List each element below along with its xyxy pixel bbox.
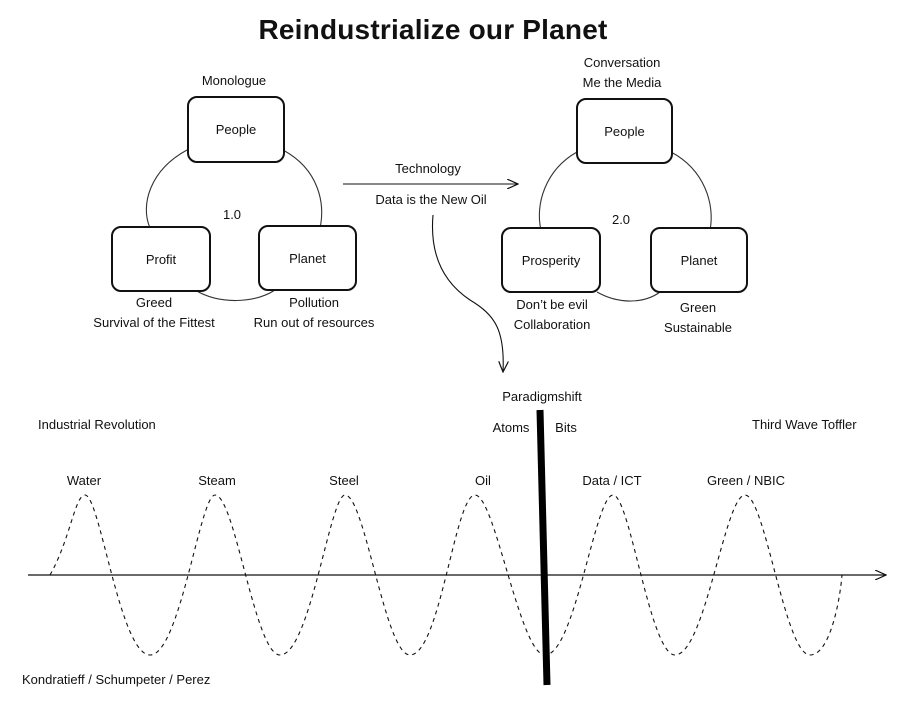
credit-label: Kondratieff / Schumpeter / Perez — [22, 672, 211, 687]
monologue-label: Monologue — [201, 73, 267, 88]
third-wave-label: Third Wave Toffler — [752, 417, 857, 432]
cycle-1-arc-right — [282, 149, 323, 229]
industrial-revolution-label: Industrial Revolution — [38, 417, 156, 432]
cycle-2-arc-left — [538, 151, 578, 231]
node-2-prosperity-label: Prosperity — [521, 252, 581, 268]
wave-label-steam: Steam — [198, 473, 236, 488]
node-2-planet: Planet — [650, 227, 748, 293]
kondratieff-waves — [49, 494, 843, 656]
wave-label-data-ict: Data / ICT — [582, 473, 642, 488]
planet-note-pollution: Pollution — [289, 295, 339, 310]
node-1-planet: Planet — [258, 225, 357, 291]
prosperity-note-dont-be-evil: Don’t be evil — [516, 297, 588, 312]
node-1-planet-label: Planet — [289, 250, 326, 266]
profit-note-survival: Survival of the Fittest — [93, 315, 215, 330]
node-1-people-label: People — [215, 122, 257, 137]
me-the-media-label: Me the Media — [582, 75, 662, 90]
paradigm-shift-bar — [536, 409, 551, 686]
profit-note-greed: Greed — [135, 295, 173, 310]
cycle-2-arc-right — [670, 151, 712, 231]
planet-2-note-green: Green — [679, 300, 717, 315]
bits-label: Bits — [555, 420, 577, 435]
cycle-2-arc-bottom — [596, 291, 661, 302]
atoms-label: Atoms — [492, 420, 530, 435]
node-1-people: People — [187, 96, 285, 163]
version-1-label: 1.0 — [222, 207, 242, 222]
node-1-profit-label: Profit — [145, 251, 177, 267]
node-2-planet-label: Planet — [680, 252, 718, 268]
page-title: Reindustrialize our Planet — [258, 14, 608, 45]
node-2-people: People — [576, 98, 673, 164]
node-2-prosperity: Prosperity — [501, 227, 601, 293]
cycle-1-connectors — [145, 149, 323, 302]
prosperity-note-collaboration: Collaboration — [513, 317, 591, 332]
planet-2-note-sustainable: Sustainable — [664, 320, 732, 335]
wave-label-water: Water — [66, 473, 102, 488]
node-1-profit: Profit — [111, 226, 211, 292]
node-2-people-label: People — [604, 123, 645, 139]
paradigm-arrow — [431, 214, 503, 372]
planet-note-resources: Run out of resources — [253, 315, 375, 330]
version-2-label: 2.0 — [611, 212, 631, 227]
technology-label: Technology — [395, 161, 461, 176]
wave-label-oil: Oil — [475, 473, 491, 488]
wave-label-steel: Steel — [329, 473, 359, 488]
cycle-2-connectors — [538, 151, 712, 302]
wave-label-green-nbic: Green / NBIC — [706, 473, 786, 488]
cycle-1-arc-bottom — [194, 289, 276, 302]
cycle-1-arc-left — [145, 149, 188, 229]
paradigmshift-label: Paradigmshift — [502, 389, 582, 404]
data-new-oil-label: Data is the New Oil — [375, 192, 487, 207]
conversation-label: Conversation — [583, 55, 661, 70]
